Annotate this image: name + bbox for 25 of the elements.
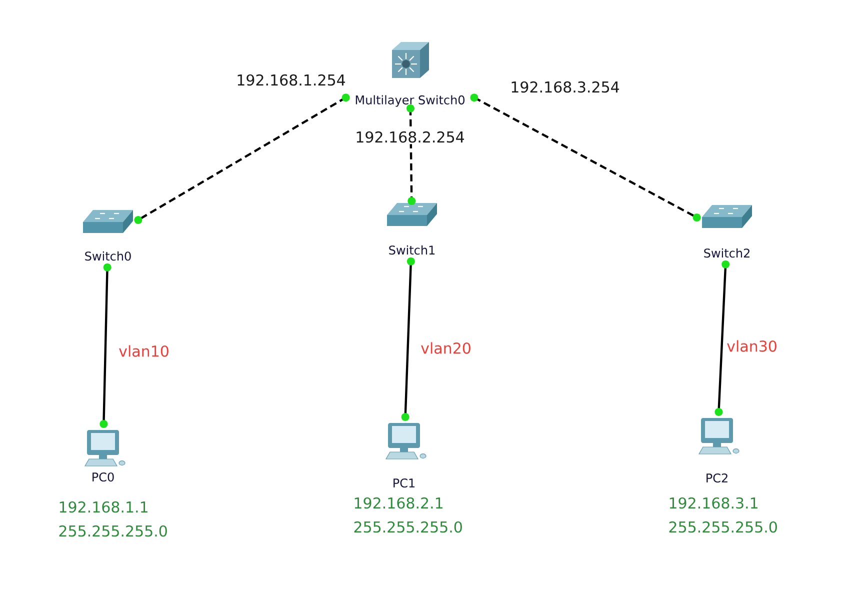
cable	[470, 94, 701, 222]
cable	[100, 263, 112, 428]
address-label: 255.255.255.0	[59, 525, 167, 537]
cable	[134, 94, 350, 224]
device-name: Switch2	[704, 248, 750, 258]
edge-label: 192.168.3.254	[508, 80, 622, 94]
cable	[714, 260, 730, 416]
address-label: 255.255.255.0	[669, 521, 777, 533]
device-name: Multilayer Switch0	[356, 95, 464, 107]
address-label: 192.168.2.1	[354, 497, 442, 509]
edge-label: vlan30	[725, 338, 779, 354]
device-name: PC0	[92, 472, 114, 482]
address-label: 192.168.3.1	[670, 497, 758, 509]
address-label: 192.168.1.1	[60, 501, 148, 513]
device-name: PC1	[394, 478, 415, 488]
edge-label: vlan20	[419, 340, 473, 356]
edge-label: 192.168.1.254	[234, 72, 348, 88]
edge-label: vlan10	[117, 344, 171, 358]
edge-label: 192.168.2.254	[354, 130, 466, 144]
cable	[406, 104, 416, 205]
cable	[401, 257, 415, 421]
device-name: Switch0	[85, 251, 131, 261]
device-name: Switch1	[389, 245, 435, 255]
device-name: PC2	[706, 473, 728, 483]
address-label: 255.255.255.0	[354, 521, 462, 533]
